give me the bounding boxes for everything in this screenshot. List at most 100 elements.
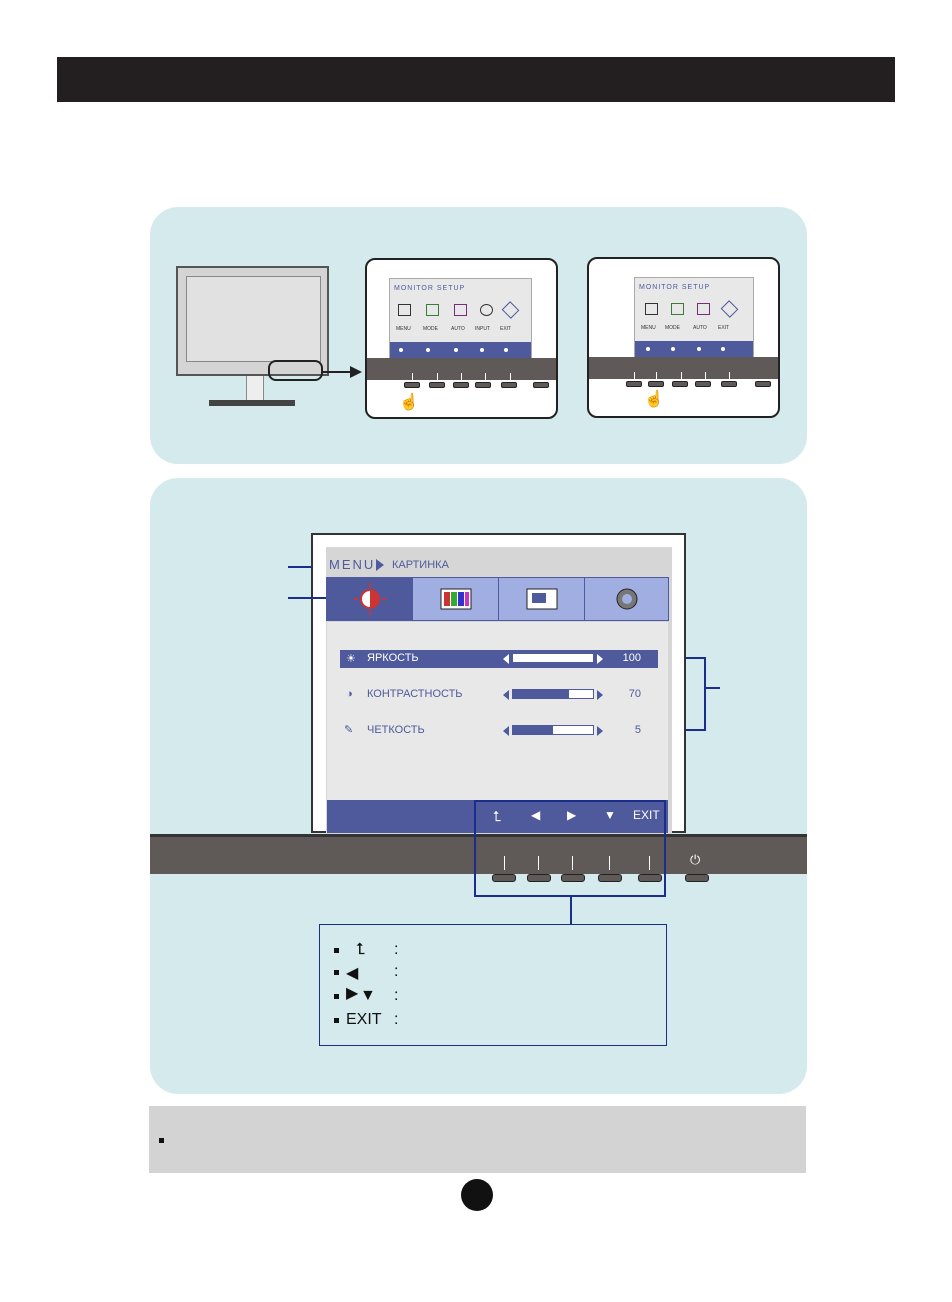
note-bullet — [159, 1138, 164, 1143]
brightness-contrast-icon — [354, 583, 386, 615]
osd-label-input: INPUT — [475, 326, 490, 332]
auto-button[interactable] — [453, 382, 469, 388]
left-button[interactable] — [527, 874, 551, 882]
exit-icon — [720, 300, 739, 318]
mode-icon — [671, 303, 684, 315]
menu-icon — [645, 303, 658, 315]
auto-icon — [454, 304, 467, 316]
finger-pointer-icon: ☝ — [399, 394, 419, 411]
power-button[interactable] — [533, 382, 549, 388]
power-button[interactable] — [685, 874, 709, 882]
breadcrumb-submenu: КАРТИНКА — [392, 559, 449, 571]
monitor-setup-osd: MONITOR SETUP MENU MODE AUTO INPUT EXIT — [389, 278, 532, 359]
setting-value: 70 — [628, 688, 641, 700]
right-arrow-icon[interactable]: ▶ — [567, 808, 577, 822]
breadcrumb-arrow-icon — [376, 559, 384, 571]
breadcrumb-menu: MENU — [329, 557, 376, 572]
menu-icon — [398, 304, 411, 316]
contrast-icon: ◑ — [346, 688, 353, 700]
increase-arrow-icon[interactable] — [597, 726, 603, 736]
monitor-stand-neck — [246, 376, 264, 401]
exit-button[interactable] — [721, 381, 737, 387]
exit-button[interactable] — [638, 874, 662, 882]
tab-color[interactable] — [413, 578, 499, 620]
down-arrow-icon: ▼ — [360, 987, 376, 1004]
display-icon — [526, 588, 558, 610]
zoom-view-mode: MONITOR SETUP MENU MODE AUTO EXIT ☝ — [587, 257, 780, 418]
setting-value: 100 — [622, 652, 641, 664]
decrease-arrow-icon[interactable] — [503, 654, 509, 664]
button-legend: ⮤ : ◀ ▶ : ▼ : EXIT : — [319, 924, 667, 1046]
callout-connector — [570, 897, 572, 925]
level-bar[interactable] — [512, 725, 594, 735]
setting-label: ЧЕТКОСТЬ — [367, 724, 425, 736]
tab-settings[interactable] — [585, 578, 669, 620]
exit-button[interactable] — [501, 382, 517, 388]
osd-label-mode: MODE — [423, 326, 438, 332]
zoom-view-menu: MONITOR SETUP MENU MODE AUTO INPUT EXIT … — [365, 258, 558, 419]
power-symbol-icon: ⏻ — [690, 852, 701, 867]
menu-button[interactable] — [404, 382, 420, 388]
down-arrow-icon[interactable]: ▼ — [604, 808, 616, 822]
osd-dot-strip — [390, 342, 531, 358]
osd-label-auto: AUTO — [693, 325, 707, 331]
sun-icon: ☀ — [346, 653, 356, 665]
input-icon — [480, 304, 493, 316]
setting-row-sharpness[interactable]: ✎ ЧЕТКОСТЬ 5 — [340, 722, 658, 740]
down-button[interactable] — [598, 874, 622, 882]
settings-gear-icon — [616, 588, 638, 610]
osd-label-menu: MENU — [396, 326, 411, 332]
callout-line — [686, 657, 706, 659]
osd-title: MONITOR SETUP — [639, 284, 711, 291]
right-button[interactable] — [561, 874, 585, 882]
arrow-line — [323, 371, 357, 373]
decrease-arrow-icon[interactable] — [503, 726, 509, 736]
up-back-icon[interactable]: ⮤ — [493, 808, 502, 824]
menu-button[interactable] — [492, 874, 516, 882]
tab-picture[interactable] — [327, 578, 413, 620]
osd-label-auto: AUTO — [451, 326, 465, 332]
callout-line — [704, 687, 720, 689]
finger-pointer-icon: ☝ — [644, 391, 664, 408]
up-back-icon: ⮤ — [356, 941, 366, 958]
osd-label-mode: MODE — [665, 325, 680, 331]
menu-button[interactable] — [626, 381, 642, 387]
increase-arrow-icon[interactable] — [597, 654, 603, 664]
sharpness-icon: ✎ — [344, 724, 354, 736]
tab-display[interactable] — [499, 578, 585, 620]
callout-line — [288, 597, 326, 599]
mode-button[interactable] — [648, 381, 664, 387]
power-button[interactable] — [755, 381, 771, 387]
monitor-bezel — [367, 358, 556, 380]
auto-button[interactable] — [672, 381, 688, 387]
monitor-setup-osd: MONITOR SETUP MENU MODE AUTO EXIT — [634, 277, 754, 358]
level-bar[interactable] — [512, 689, 594, 699]
monitor-bezel — [150, 834, 807, 874]
mode-button[interactable] — [429, 382, 445, 388]
mode-icon — [426, 304, 439, 316]
setting-label: КОНТРАСТНОСТЬ — [367, 688, 463, 700]
setting-row-contrast[interactable]: ◑ КОНТРАСТНОСТЬ 70 — [340, 686, 658, 704]
osd-settings-list: ☀ ЯРКОСТЬ 100 ◑ КОНТРАСТНОСТЬ 70 ✎ ЧЕТКО… — [327, 622, 668, 800]
callout-line — [288, 566, 312, 568]
color-bars-icon — [440, 588, 472, 610]
setting-value: 5 — [634, 724, 641, 736]
auto-icon — [697, 303, 710, 315]
left-right-arrows-icon: ◀ ▶ — [346, 965, 359, 1002]
increase-arrow-icon[interactable] — [597, 690, 603, 700]
section-header-bar — [57, 57, 895, 102]
osd-label-menu: MENU — [641, 325, 656, 331]
callout-line — [686, 729, 706, 731]
page-number-badge — [461, 1179, 493, 1211]
note-box — [149, 1106, 806, 1173]
decrease-arrow-icon[interactable] — [503, 690, 509, 700]
setting-row-brightness[interactable]: ☀ ЯРКОСТЬ 100 — [340, 650, 658, 668]
level-bar[interactable] — [512, 653, 594, 663]
left-arrow-icon[interactable]: ◀ — [531, 808, 541, 822]
monitor-bezel — [589, 357, 778, 379]
input-button[interactable] — [695, 381, 711, 387]
exit-label[interactable]: EXIT — [633, 808, 660, 822]
input-button[interactable] — [475, 382, 491, 388]
osd-tab-row — [326, 577, 669, 621]
osd-label-exit: EXIT — [718, 325, 730, 331]
